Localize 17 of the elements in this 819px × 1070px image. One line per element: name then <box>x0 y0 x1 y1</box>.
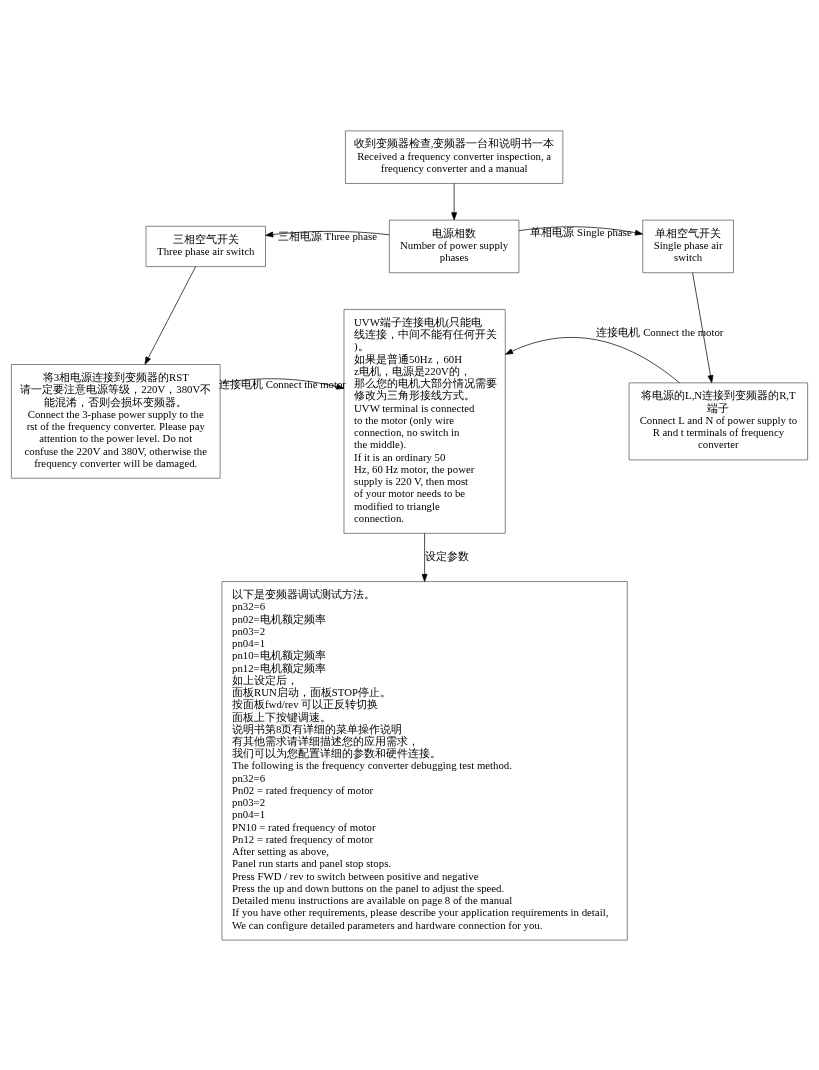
node-box: 以下是变频器调试测试方法。 pn32=6 pn02=电机额定频率 pn03=2 pn04=1 pn10=电机额定频率 pn12=电机额定频率 如上设定后， 面板RUN启动，面板STOP停止。 按面板fwd/rev 可以正反转切换 面板上下按键调速。 说明书第8页有详细的菜单操作说明 有其他需求请详细描述您的应用需求， 我们可以为您配置详细的参数和硬件连接。 The following is the frequency converter debugging test method. pn32=6 Pn02 = rated frequency of motor pn03=2 pn04=1 PN10 = rated frequency of motor Pn12 = rated frequency of motor After setting as above, Panel run starts and panel stop stops. Press FWD / rev to switch between positive and negative Press the up and down buttons on the panel to adjust the speed. Detailed menu instructions are available on page 8 of the manual If you have other requirements, please describe your application requirements in detail, We can configure detailed parameters and hardware connection for you. <box>221 580 628 940</box>
arrow <box>421 532 428 582</box>
node-box: 收到变频器检查,变频器一台和说明书一本 Received a frequency converter inspection, a frequency converter and a manual <box>345 130 564 184</box>
arrow <box>265 230 390 237</box>
edge-label: 单相电源 Single phase <box>530 225 632 238</box>
arrow <box>505 336 680 383</box>
arrow <box>451 182 458 220</box>
node-box: 电源相数 Number of power supply phases <box>388 219 520 273</box>
edge-label: 连接电机 Connect the motor <box>596 325 724 338</box>
node-box: 三相空气开关 Three phase air switch <box>145 225 266 267</box>
edge-label: 三相电源 Three phase <box>277 229 377 242</box>
arrow <box>144 265 196 365</box>
node-box: 单相空气开关 Single phase air switch <box>642 219 734 273</box>
arrow <box>518 225 643 235</box>
node-box: 将电源的L,N连接到变频器的R,T端子 Connect L and N of power supply to R and t terminals of frequency converter <box>628 382 808 460</box>
arrow <box>692 271 714 383</box>
edge-label: 设定参数 <box>424 549 469 562</box>
